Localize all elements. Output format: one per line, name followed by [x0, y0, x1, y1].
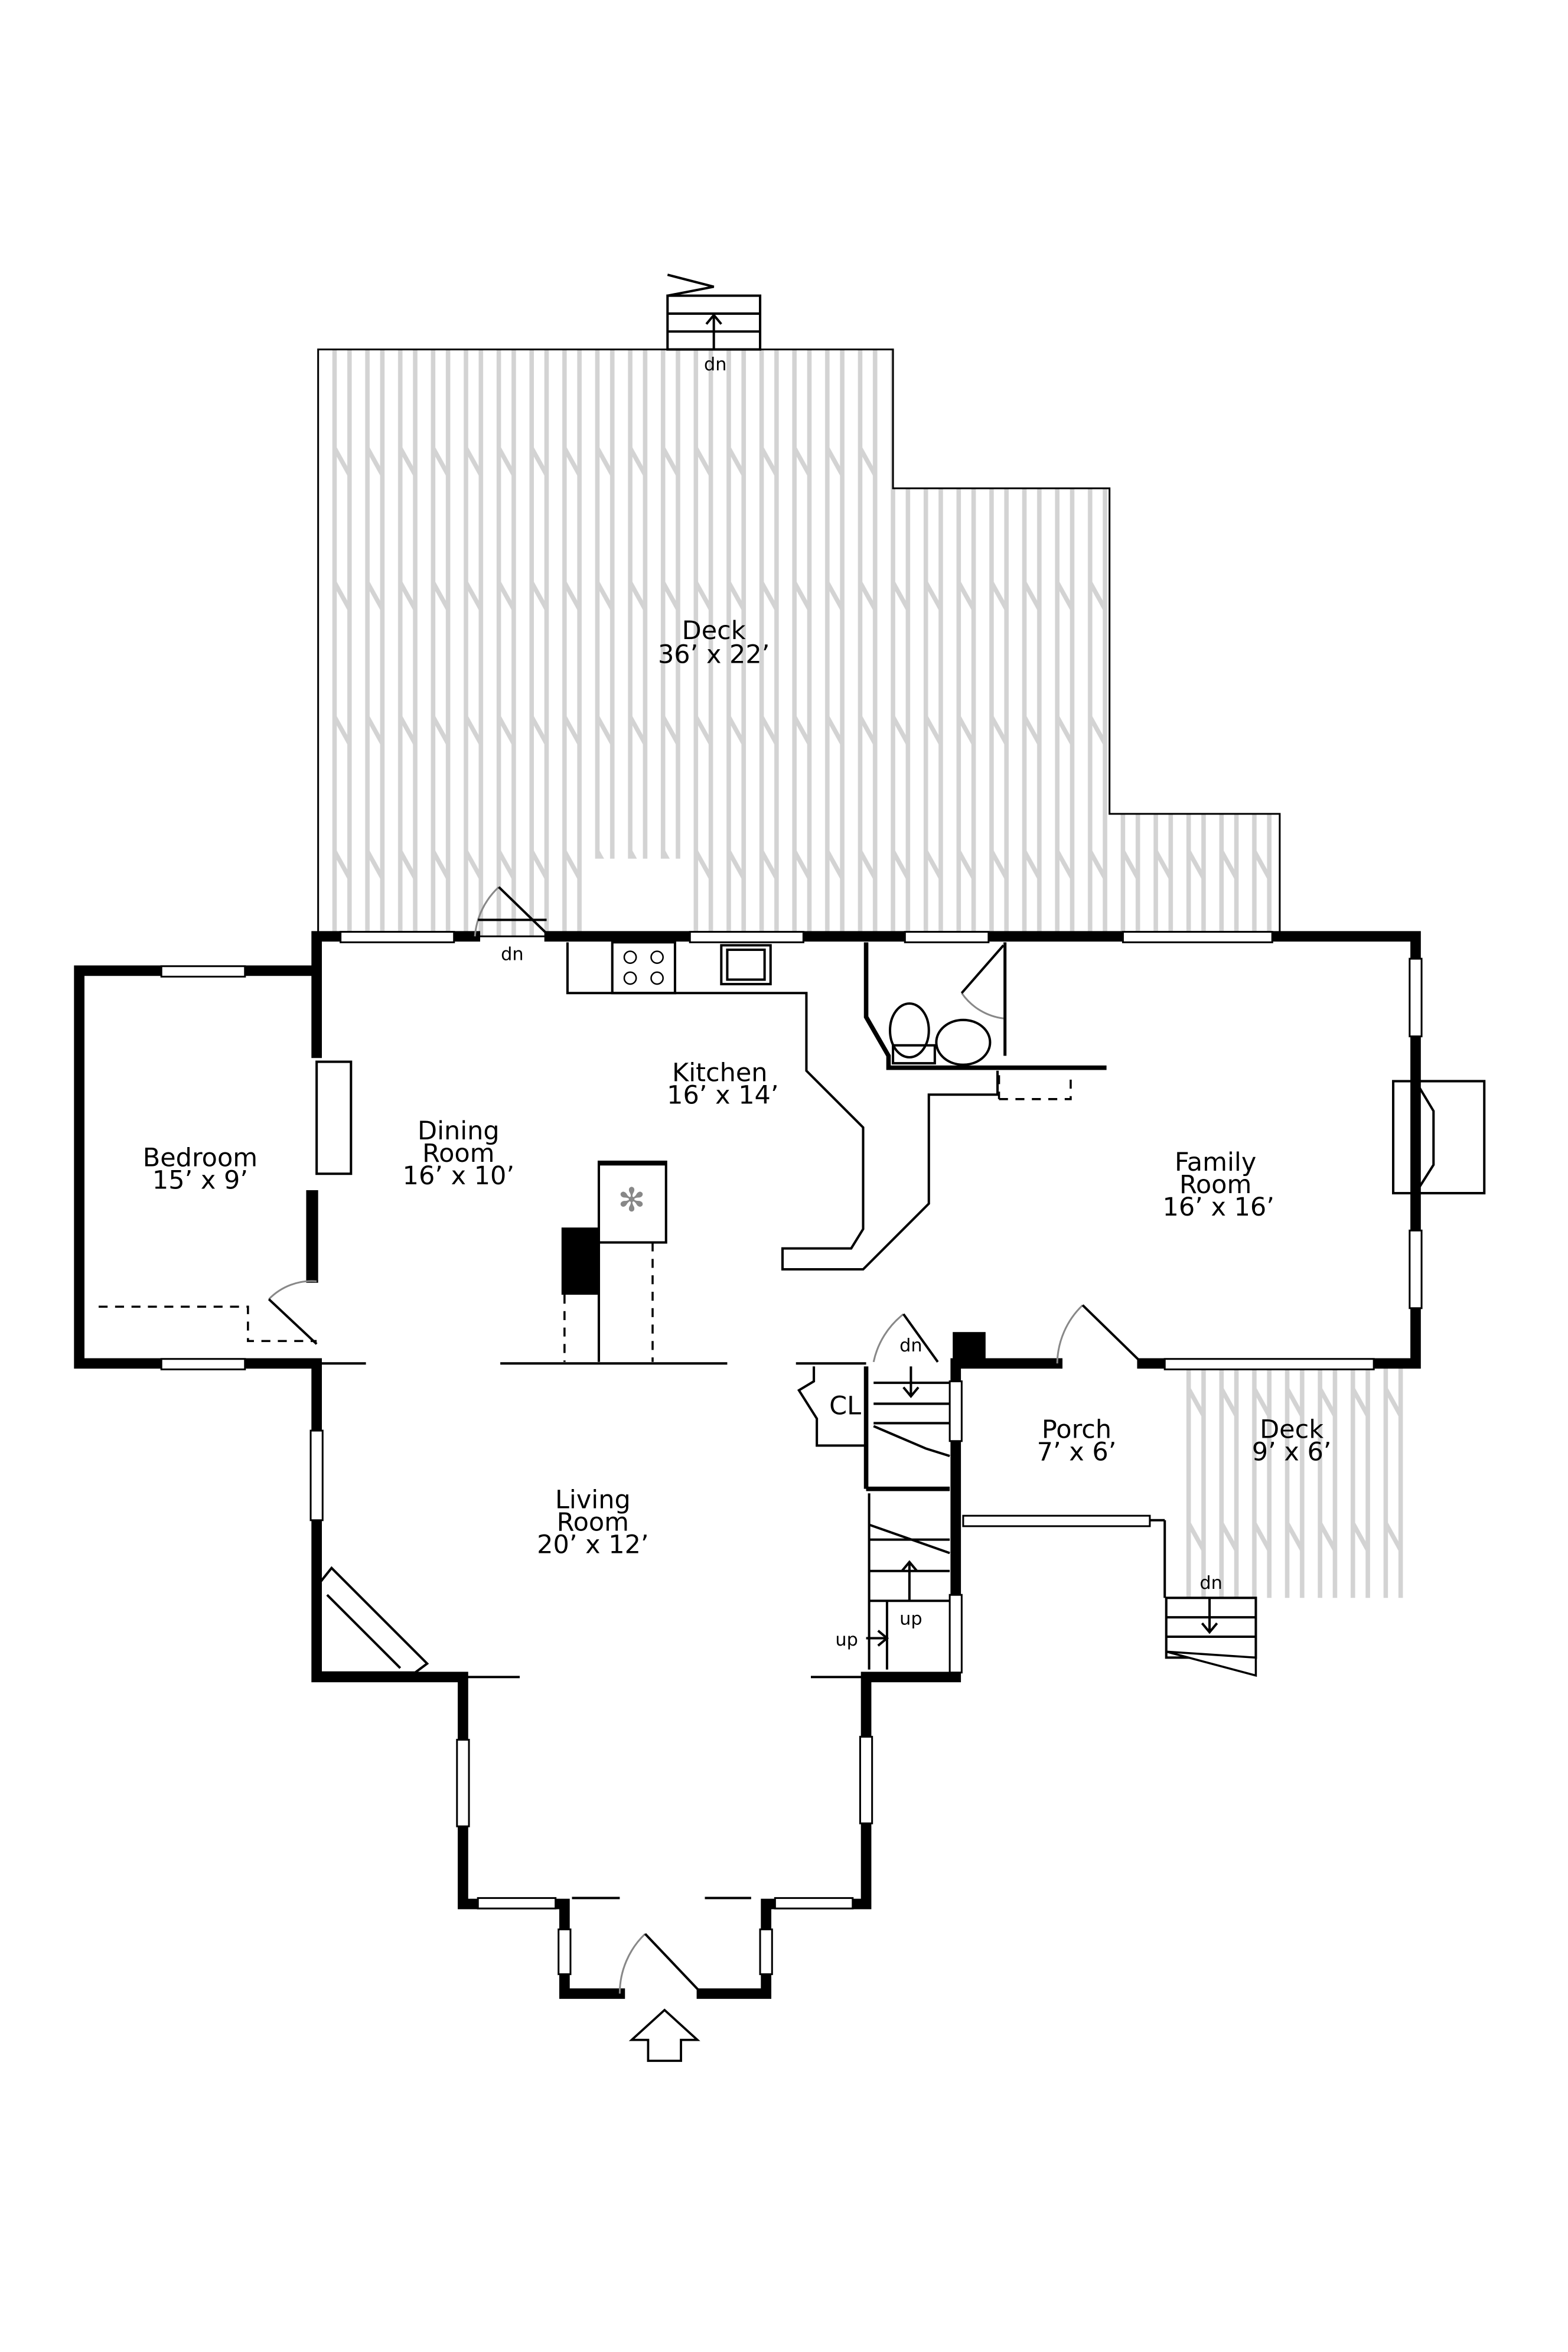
basement-stairs[interactable]: dn — [866, 1313, 950, 1491]
deck-stairs-down-label: dn — [704, 354, 726, 375]
dining-dims: 16’ x 10’ — [403, 1161, 514, 1191]
powder-room — [863, 942, 1107, 1100]
family-dims: 16’ x 16’ — [1163, 1193, 1274, 1222]
toilet-icon — [888, 1002, 930, 1059]
deck-small: Deck 9’ x 6’ — [1179, 1367, 1404, 1598]
deck-main-dims: 36’ x 22’ — [658, 640, 770, 670]
deck-small-stairs[interactable]: dn — [1165, 1573, 1257, 1677]
living-room: Living Room 20’ x 12’ — [318, 1486, 649, 1674]
upper-stairs-up-label-1: up — [899, 1609, 922, 1630]
deck-small-stairs-label: dn — [1199, 1573, 1222, 1594]
living-dims: 20’ x 12’ — [537, 1530, 648, 1559]
bedroom-name: Bedroom — [143, 1144, 257, 1173]
deck-main-name: Deck — [682, 616, 746, 646]
living-name-2: Room — [557, 1507, 629, 1537]
dining-room: Dining Room 16’ x 10’ ✻ — [403, 1116, 667, 1362]
dining-name-1: Dining — [418, 1116, 500, 1146]
deck-stairs-top[interactable]: dn — [666, 273, 762, 375]
upper-stairs[interactable]: up up — [835, 1493, 950, 1670]
family-name-1: Family — [1175, 1148, 1256, 1177]
sink-icon — [720, 944, 772, 986]
porch-dims: 7’ x 6’ — [1037, 1438, 1117, 1467]
kitchen-dims: 16’ x 14’ — [667, 1080, 778, 1110]
closet-label: CL — [829, 1391, 861, 1421]
family-room: Family Room 16’ x 16’ — [1163, 1080, 1486, 1222]
deck-small-dims: 9’ x 6’ — [1252, 1438, 1332, 1467]
porch: Porch 7’ x 6’ — [1037, 1415, 1166, 1598]
doors[interactable]: dn — [268, 886, 1143, 1995]
kitchen: Kitchen 16’ x 14’ — [566, 941, 999, 1271]
windows — [160, 931, 1423, 1975]
deck-main: Deck 36’ x 22’ — [317, 348, 1281, 937]
kitchen-name: Kitchen — [672, 1058, 768, 1087]
family-name-2: Room — [1179, 1170, 1251, 1200]
stove-icon — [611, 941, 676, 995]
closet[interactable]: CL — [797, 1366, 869, 1489]
refrigerator-snowflake-icon: ✻ — [618, 1182, 646, 1219]
dining-name-2: Room — [422, 1139, 494, 1168]
upper-stairs-up-label-2: up — [835, 1630, 858, 1650]
porch-name: Porch — [1042, 1415, 1111, 1445]
bedroom: Bedroom 15’ x 9’ — [99, 1060, 353, 1343]
bedroom-dims: 15’ x 9’ — [152, 1165, 248, 1195]
sink-bath-icon — [935, 1018, 992, 1066]
fireplace-corner-icon — [318, 1566, 429, 1674]
deck-door-down-label: dn — [501, 944, 523, 965]
living-name-1: Living — [555, 1486, 631, 1515]
basement-stairs-down-label: dn — [899, 1335, 922, 1356]
deck-small-name: Deck — [1260, 1415, 1323, 1445]
fireplace-icon — [1413, 1080, 1486, 1195]
entry-arrow-icon — [628, 2008, 700, 2062]
